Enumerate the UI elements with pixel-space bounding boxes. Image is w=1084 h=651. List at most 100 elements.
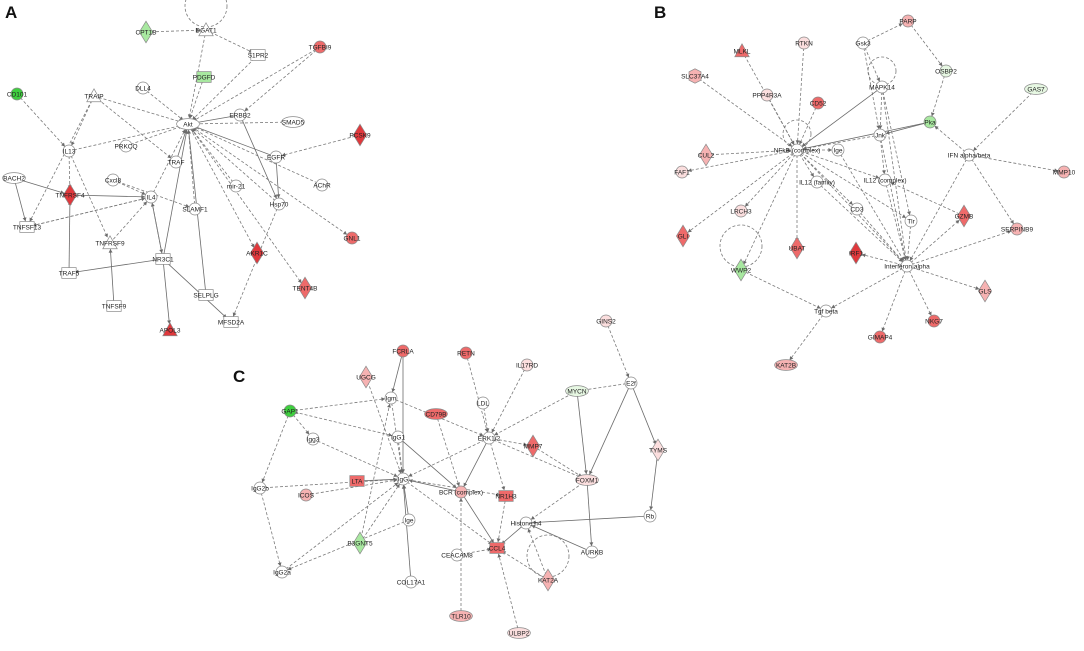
- edges: [14, 28, 356, 325]
- node-label: GLI: [678, 233, 689, 240]
- arrowhead: [141, 191, 146, 195]
- node-label: Rb: [646, 513, 655, 520]
- edge-il17rd-to-erk12: [491, 369, 526, 433]
- arrowhead: [167, 154, 172, 159]
- edge-pka-to-nfkb: [802, 122, 926, 150]
- node-label: CD3: [850, 206, 863, 213]
- arrowhead: [22, 217, 27, 222]
- node-label: ERK1/2: [478, 435, 501, 442]
- edge-ifna-to-nkg7: [908, 270, 932, 316]
- node-shape: [962, 148, 976, 162]
- arrowhead: [393, 477, 398, 482]
- node-label: KAT2A: [538, 577, 559, 584]
- edge-cd101-to-il13: [20, 97, 66, 147]
- node-shape: [1057, 165, 1071, 179]
- node-label: SLC37A4: [681, 73, 709, 80]
- node-traf: TRAF: [168, 155, 185, 169]
- edge-ppp4r3a-to-nfkb: [769, 99, 795, 145]
- node-nr3c1: NR3C1: [152, 253, 174, 265]
- node-shape: [250, 49, 266, 61]
- node-ceacam8: CEACAM8: [441, 548, 473, 562]
- edge-ulbp2-to-ccl4: [498, 553, 519, 629]
- edge-gap1-to-igg2b: [261, 415, 289, 483]
- arrowhead: [491, 428, 496, 433]
- node-apol3: APOL3: [160, 322, 181, 337]
- node-label: E2f: [626, 380, 636, 387]
- arrowhead: [898, 23, 903, 27]
- node-erbb2: ERBB2: [229, 108, 251, 122]
- node-shape: [923, 115, 937, 129]
- edge-ifn-to-ifna: [909, 159, 967, 261]
- node-shape: [358, 365, 374, 389]
- edge-nr3c1-to-il4: [151, 202, 163, 255]
- node-shape: [956, 204, 972, 228]
- edge-histone-to-ccl4: [501, 525, 523, 545]
- node-shape: [169, 155, 183, 169]
- arrowhead: [487, 547, 492, 552]
- arrowhead: [810, 172, 814, 177]
- edge-aurkb-to-histone: [531, 525, 588, 551]
- arrowhead: [589, 470, 593, 475]
- node-label: PARP: [899, 18, 916, 25]
- arrowhead: [876, 77, 881, 82]
- node-shape: [2, 172, 26, 184]
- node-shape: [138, 20, 154, 44]
- node-label: SLAMF1: [182, 206, 208, 213]
- node-bdif: IRF1: [849, 241, 863, 265]
- node-label: IL12 (family): [799, 179, 835, 186]
- node-ppp4r3a: PPP4R3A: [752, 88, 782, 102]
- arrowhead: [187, 129, 191, 134]
- edge-hsp70-to-akt: [192, 127, 276, 201]
- node-label: BACH2: [3, 175, 25, 182]
- node-gnl1: GNL1: [344, 231, 361, 245]
- node-label: FOXM1: [576, 477, 599, 484]
- node-shape: [198, 289, 214, 301]
- arrowhead: [261, 478, 266, 483]
- edge-foxm1-to-aurkb: [586, 484, 592, 547]
- edge-il13-to-tnfrsf4: [68, 155, 71, 190]
- node-shape: [856, 36, 870, 50]
- arrowhead: [393, 473, 398, 477]
- node-shape: [136, 81, 150, 95]
- edge-mycn-to-foxm1: [577, 395, 587, 475]
- node-gzmb: GZMB: [955, 204, 973, 228]
- edge-tlr-to-ifna: [907, 225, 911, 261]
- edge-pdgfd-to-akt: [189, 81, 203, 119]
- arrowhead: [61, 142, 65, 147]
- arrowhead: [900, 256, 904, 261]
- edge-right_diamond-to-egfr: [281, 135, 356, 156]
- node-label: MMP7: [524, 443, 543, 450]
- node-cd52: CD52: [810, 96, 827, 110]
- edge-erk12-to-foxm1: [493, 439, 582, 479]
- node-label: APOL3: [160, 327, 181, 334]
- node-shape: [223, 316, 239, 328]
- node-shape: [19, 221, 35, 233]
- node-label: Interferon alpha: [884, 263, 930, 270]
- edge-e2f-to-foxm1: [589, 387, 630, 475]
- node-label: B3GNT5: [347, 540, 373, 547]
- arrowhead: [890, 182, 895, 186]
- node-shape: [404, 575, 418, 589]
- node-shape: [831, 143, 845, 157]
- node-shape: [977, 279, 993, 303]
- arrowhead: [831, 304, 836, 309]
- edge-cul2-to-nfkb: [710, 149, 792, 156]
- node-label: FCRLA: [392, 348, 414, 355]
- node-label: Igg3: [307, 436, 320, 443]
- node-shape: [873, 330, 887, 344]
- node-s1pr2: S1PR2: [248, 49, 269, 61]
- arrowhead: [789, 356, 794, 361]
- arrowhead: [875, 175, 880, 179]
- arrowhead: [530, 515, 535, 520]
- node-shape: [119, 139, 133, 153]
- node-hsp70: Hsp70: [270, 197, 289, 211]
- node-label: SMAD5: [282, 119, 305, 126]
- edge-nr3c1-to-akt: [163, 129, 188, 255]
- edge-igg3-to-igg: [317, 440, 398, 477]
- edges: [687, 23, 1059, 361]
- arrowhead: [185, 203, 190, 208]
- node-shape: [520, 358, 534, 372]
- node-shape: [624, 376, 638, 390]
- edge-mapk14-to-tlr: [882, 91, 911, 216]
- node-shape: [760, 88, 774, 102]
